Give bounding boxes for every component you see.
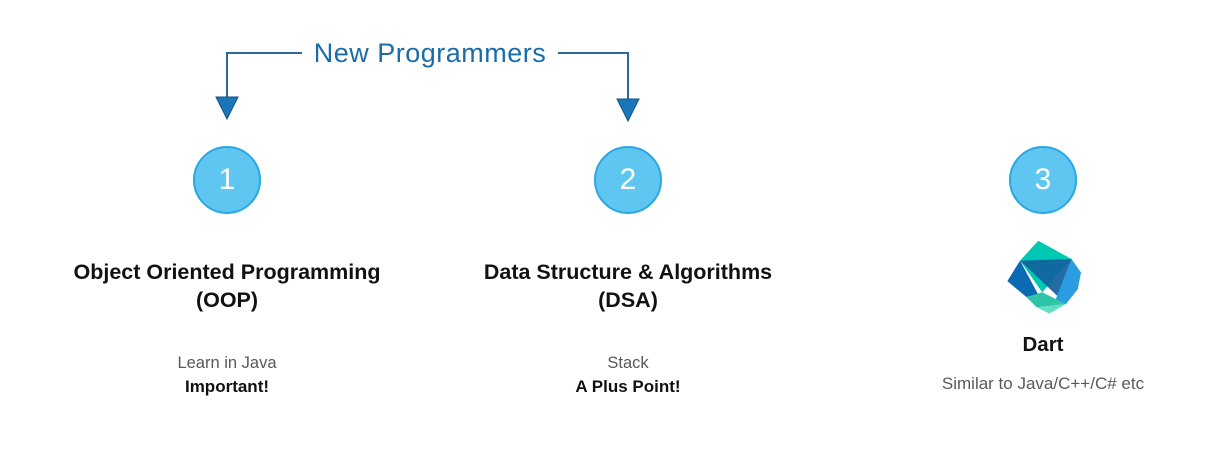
step-number-badge: 1	[193, 146, 261, 214]
step-column-dart: 3 Dart Similar to Java/C++/C# etc	[868, 146, 1211, 395]
step-number-badge: 3	[1009, 146, 1077, 214]
down-arrow-icon	[215, 96, 239, 121]
step-heading: Object Oriented Programming (OOP)	[73, 258, 380, 314]
step-number: 2	[619, 163, 637, 196]
step-subtext: Learn in Java Important!	[177, 352, 276, 399]
dart-logo-icon	[1007, 240, 1081, 314]
step-sub-line1: Learn in Java	[177, 354, 277, 372]
step-sub-line2: A Plus Point!	[575, 377, 681, 396]
connector-left	[215, 52, 302, 121]
step-sub-line1: Similar to Java/C++/C# etc	[941, 374, 1145, 393]
step-heading-line2: (OOP)	[195, 288, 259, 312]
step-heading-line1: Object Oriented Programming	[73, 260, 381, 284]
step-number: 1	[218, 163, 236, 196]
step-heading: Data Structure & Algorithms (DSA)	[484, 258, 772, 314]
step-column-oop: 1 Object Oriented Programming (OOP) Lear…	[27, 146, 427, 399]
step-subtext: Stack A Plus Point!	[575, 352, 680, 399]
step-number-badge: 2	[594, 146, 662, 214]
step-number: 3	[1034, 163, 1052, 196]
connector-right	[558, 52, 640, 123]
step-sub-line1: Stack	[607, 354, 649, 372]
step-sub-line2: Important!	[184, 377, 270, 396]
step-heading-line2: (DSA)	[598, 288, 658, 312]
connector-layer	[215, 52, 640, 123]
diagram-title: New Programmers	[313, 38, 547, 68]
step-heading-line1: Data Structure & Algorithms	[483, 260, 773, 284]
down-arrow-icon	[616, 98, 640, 123]
step-heading: Dart	[1022, 333, 1064, 356]
step-column-dsa: 2 Data Structure & Algorithms (DSA) Stac…	[428, 146, 828, 399]
